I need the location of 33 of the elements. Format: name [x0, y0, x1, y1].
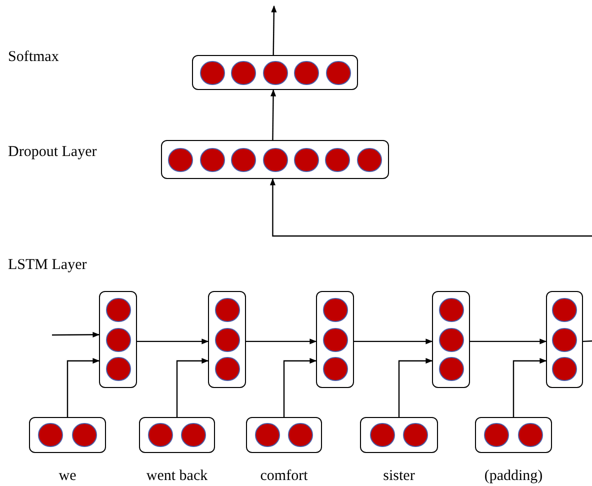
vector-box	[192, 55, 358, 90]
arrow	[270, 178, 592, 237]
vector-box	[475, 417, 552, 453]
word-label: went back	[146, 469, 208, 484]
arrow	[354, 338, 433, 344]
word-label: comfort	[260, 469, 308, 484]
arrow	[52, 332, 100, 338]
word-label: sister	[383, 469, 415, 484]
arrow	[137, 338, 209, 344]
vector-box	[316, 291, 354, 388]
arrow	[271, 5, 277, 55]
layer-label: Softmax	[8, 50, 59, 65]
arrow	[398, 358, 433, 417]
vector-box	[161, 140, 389, 179]
arrow	[246, 338, 317, 344]
word-label: (padding)	[484, 469, 543, 484]
vector-box	[432, 291, 470, 388]
vector-box	[246, 417, 322, 453]
layer-label: LSTM Layer	[8, 258, 87, 273]
arrow	[66, 358, 100, 417]
arrow	[512, 358, 547, 417]
vector-box	[360, 417, 438, 453]
arrow	[470, 338, 547, 344]
vector-box	[139, 417, 215, 453]
arrow	[176, 358, 209, 417]
vector-box	[208, 291, 246, 388]
arrow	[283, 358, 317, 417]
vector-box	[99, 291, 137, 388]
vector-box	[29, 417, 106, 453]
arrow	[270, 89, 276, 140]
layer-label: Dropout Layer	[8, 145, 97, 160]
vector-box	[546, 291, 583, 388]
word-label: we	[58, 469, 76, 484]
